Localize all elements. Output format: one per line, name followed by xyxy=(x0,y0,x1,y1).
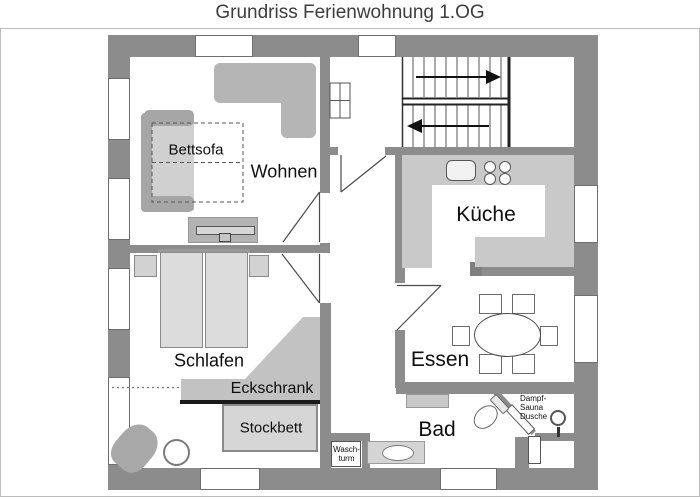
stove-burner-icon xyxy=(484,161,496,173)
wall-right xyxy=(574,35,598,490)
window-top-wohnen xyxy=(195,35,253,57)
wall-corridor-right-lower xyxy=(395,330,405,388)
wall-sauna-divider xyxy=(535,433,574,441)
bettsofa-armrest-icon xyxy=(144,110,194,126)
wall-waschturm-right xyxy=(362,433,370,468)
room-label-essen: Essen xyxy=(410,348,470,371)
bath-shelf-icon xyxy=(406,394,449,408)
wall-corridor-left-stub xyxy=(320,243,330,253)
wall-corridor-left-upper xyxy=(320,57,330,193)
wall-kueche-essen xyxy=(472,267,574,276)
room-label-bad: Bad xyxy=(418,418,456,441)
nightstand-icon xyxy=(249,255,269,277)
corner-sofa-arm-icon xyxy=(281,63,316,138)
window-left-2 xyxy=(108,178,130,240)
sink-icon xyxy=(446,160,476,181)
stove-burner-icon xyxy=(484,173,496,185)
room-label-schlafen: Schlafen xyxy=(173,350,245,371)
chair-icon xyxy=(479,354,502,374)
chair-icon xyxy=(479,294,502,314)
room-label-kueche: Küche xyxy=(456,203,516,226)
side-table-icon xyxy=(163,439,190,466)
label-stockbett: Stockbett xyxy=(239,419,303,437)
shower-stem-icon xyxy=(557,427,560,437)
window-top-stairs xyxy=(358,35,396,57)
bettsofa-back-icon xyxy=(141,113,152,212)
sauna-lower-door xyxy=(528,436,541,464)
wall-corridor-right-upper xyxy=(395,155,405,283)
tv-stand-icon xyxy=(219,233,231,242)
wall-left xyxy=(108,35,130,490)
chair-icon xyxy=(540,326,558,346)
shower-icon xyxy=(550,410,566,426)
window-left-3 xyxy=(108,268,130,330)
chair-icon xyxy=(512,294,535,314)
label-eckschrank: Eckschrank xyxy=(230,380,314,397)
chair-icon xyxy=(512,354,535,374)
kitchen-counter-bottom xyxy=(475,237,574,267)
wall-waschturm-top xyxy=(330,433,370,441)
room-label-wohnen: Wohnen xyxy=(250,161,318,182)
bed-mattress-icon xyxy=(205,252,248,348)
nightstand-icon xyxy=(134,255,157,277)
bed-mattress-icon xyxy=(160,252,203,348)
stove-burner-icon xyxy=(499,173,511,185)
stove-burner-icon xyxy=(499,161,511,173)
bed-headboard-icon xyxy=(158,249,250,253)
window-left-1 xyxy=(108,78,130,140)
window-bottom-2 xyxy=(440,468,497,490)
wall-sauna-corner xyxy=(515,437,529,468)
window-right-1 xyxy=(574,185,598,243)
label-bettsofa: Bettsofa xyxy=(168,141,224,159)
chair-icon xyxy=(452,326,470,346)
bettsofa-armrest-icon xyxy=(144,196,194,212)
stockbett-box xyxy=(222,404,318,452)
wall-bottom xyxy=(108,468,598,490)
kitchen-counter-left xyxy=(402,185,432,268)
waschturm-box xyxy=(331,441,361,467)
window-bottom-1 xyxy=(200,468,260,490)
label-dampf-sauna-dusche: Dampf- Sauna Dusche xyxy=(520,394,548,421)
wall-stairhall-bottom xyxy=(385,147,574,155)
wall-stairhall-left-stub xyxy=(330,147,338,155)
plan-title: Grundriss Ferienwohnung 1.OG xyxy=(215,2,485,23)
washbasin-icon xyxy=(382,445,414,461)
dining-table-icon xyxy=(474,313,541,357)
wall-essen-bad xyxy=(396,382,574,394)
wall-top xyxy=(108,35,598,57)
window-right-2 xyxy=(574,295,598,363)
wall-corridor-left-lower xyxy=(320,303,331,468)
label-waschturm: Wasch- turm xyxy=(333,445,360,463)
